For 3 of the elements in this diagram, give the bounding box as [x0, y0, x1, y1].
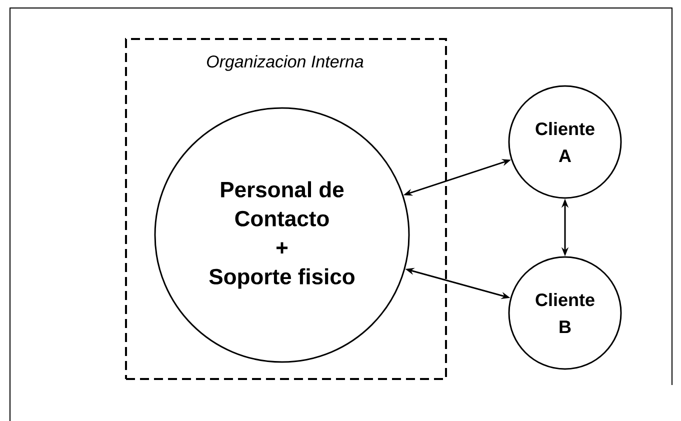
circle-node: Cliente B: [508, 256, 622, 370]
circle-node: Personal de Contacto + Soporte fisico: [154, 107, 410, 363]
circle-node: Cliente A: [508, 85, 622, 199]
